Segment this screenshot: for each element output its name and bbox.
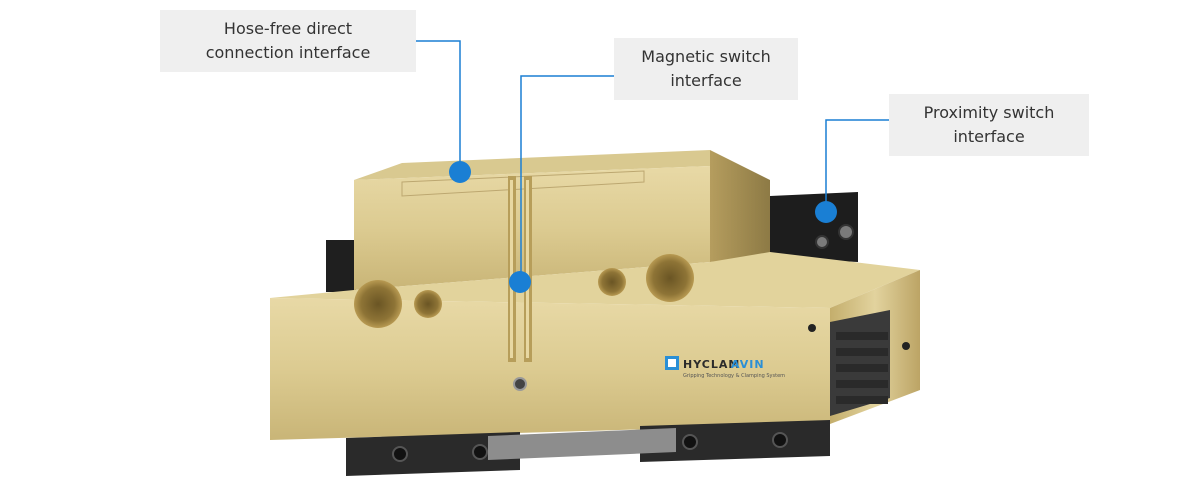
jaw-fins	[830, 310, 890, 416]
callout-magnetic-switch-interface: Magnetic switch interface	[614, 38, 798, 100]
top-cover-plate	[401, 170, 645, 197]
marker-magnetic	[509, 271, 531, 293]
logo-brand-a: HYCLAM	[683, 358, 740, 371]
lower-body-front	[270, 298, 830, 440]
callout-proximity-line2: interface	[953, 127, 1025, 146]
callout-magnetic-line2: interface	[670, 71, 742, 90]
front-screw	[513, 377, 527, 391]
callout-hose-line2: connection interface	[205, 43, 371, 62]
callout-magnetic-line1: Magnetic switch	[641, 47, 771, 66]
leader-line-proximity	[825, 119, 889, 212]
front-port-small-right	[598, 268, 626, 296]
leader-line-magnetic	[520, 75, 614, 282]
upper-body-side	[710, 150, 770, 262]
proximity-screw-top	[838, 224, 854, 240]
logo-tagline: Gripping Technology & Clamping System	[683, 373, 785, 379]
side-screw-left	[808, 324, 816, 332]
bottom-jaw-right	[640, 420, 830, 462]
callout-hose-free-interface: Hose-free direct connection interface	[160, 10, 416, 72]
brand-logo: HYCLAM AVIN Gripping Technology & Clampi…	[665, 356, 785, 379]
upper-body-top	[354, 150, 710, 180]
side-screw-right	[902, 342, 910, 350]
callout-proximity-line1: Proximity switch	[923, 103, 1055, 122]
front-port-large-right	[646, 254, 694, 302]
marker-hose-free	[449, 161, 471, 183]
proximity-screw-bottom	[815, 235, 829, 249]
front-port-small-left	[414, 290, 442, 318]
marker-proximity	[815, 201, 837, 223]
left-rear-bracket	[326, 240, 356, 292]
bottom-jaw-left	[346, 432, 520, 476]
front-port-large-left	[354, 280, 402, 328]
logo-brand-b: AVIN	[731, 358, 765, 371]
leader-line-hose	[416, 40, 461, 172]
bottom-center-plate	[488, 428, 676, 460]
callout-hose-line1: Hose-free direct	[223, 19, 353, 38]
callout-proximity-switch-interface: Proximity switch interface	[889, 94, 1089, 156]
